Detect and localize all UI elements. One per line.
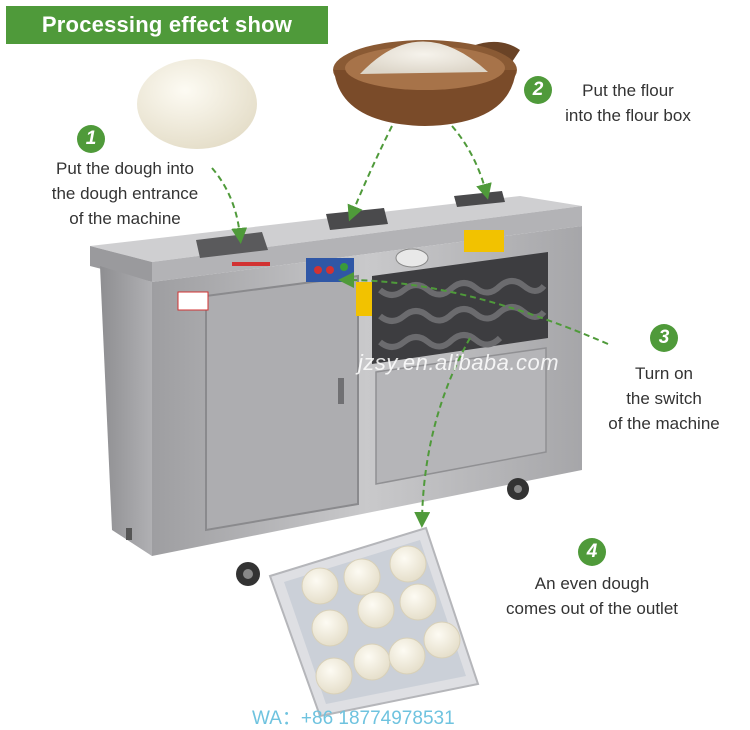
step-3-line-1: Turn on [635,364,693,383]
step-1-line-3: of the machine [69,209,181,228]
watermark: jzsy.en.alibaba.com [358,350,560,375]
step-1-text: Put the dough into the dough entrance of… [30,156,220,231]
step-4-line-2: comes out of the outlet [506,599,678,618]
step-4-badge: 4 [578,538,606,566]
step-1-line-2: the dough entrance [51,184,199,203]
step-2-badge: 2 [524,76,552,104]
page-title: Processing effect show [6,6,328,44]
flour-bowl [333,40,520,126]
step-4-line-1: An even dough [534,574,650,593]
dough-tray [268,526,480,718]
step-3-line-3: of the machine [608,414,720,433]
step-3-text: Turn on the switch of the machine [594,361,734,436]
step-3-line-2: the switch [626,389,702,408]
step-4-text: An even dough comes out of the outlet [482,571,702,621]
contact-number: WA：+86 18774978531 [252,708,455,729]
step-3-badge: 3 [650,324,678,352]
step-2-text: Put the flour into the flour box [546,78,710,128]
dough-ball [137,59,257,149]
dough-machine [90,191,582,586]
process-arrows [211,125,609,528]
step-1-badge: 1 [77,125,105,153]
step-2-line-1: Put the flour [582,81,674,100]
step-2-line-2: into the flour box [565,106,691,125]
step-1-line-1: Put the dough into [55,159,194,178]
